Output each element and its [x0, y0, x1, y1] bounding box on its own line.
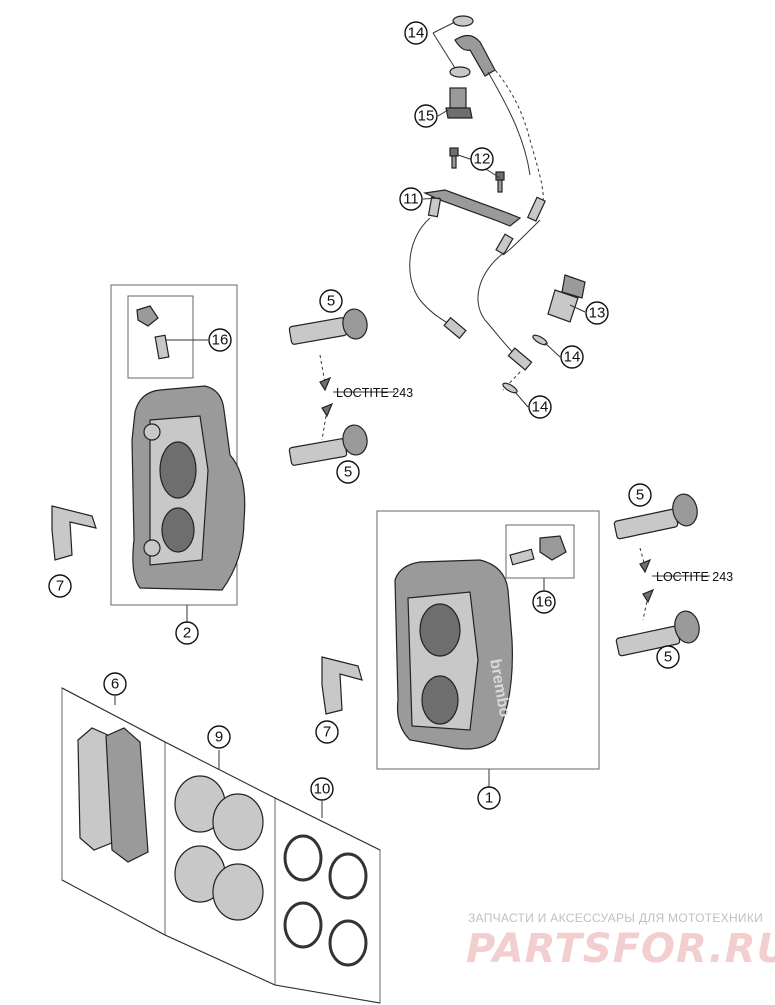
bleed-kit-16-frame-right [505, 524, 575, 579]
callout-14-top: 14 [404, 21, 428, 45]
svg-text:12: 12 [474, 151, 491, 168]
svg-text:15: 15 [418, 108, 435, 125]
bleed-kit-16-frame [127, 295, 194, 379]
svg-text:5: 5 [664, 649, 672, 666]
svg-text:14: 14 [532, 399, 549, 416]
caliper-1-frame [376, 510, 600, 770]
washer-14-bottom [449, 66, 471, 78]
svg-text:14: 14 [408, 25, 425, 42]
svg-text:7: 7 [323, 724, 331, 741]
callout-15: 15 [414, 104, 438, 128]
callout-5-lower-left: 5 [336, 460, 360, 484]
callout-14-mid: 14 [560, 345, 584, 369]
callout-12: 12 [470, 147, 494, 171]
watermark-tagline: ЗАПЧАСТИ И АКСЕССУАРЫ ДЛЯ МОТОТЕХНИКИ [468, 911, 763, 925]
caliper-group-right: brembo [321, 510, 600, 770]
screw-12 [449, 147, 505, 193]
svg-text:9: 9 [215, 729, 223, 746]
brake-pads-6 [77, 727, 149, 863]
svg-text:5: 5 [344, 464, 352, 481]
callout-2: 2 [175, 621, 199, 645]
svg-text:7: 7 [56, 578, 64, 595]
caliper-group-left [51, 284, 246, 606]
caliper-bolts-5-left [288, 308, 395, 466]
svg-text:6: 6 [111, 676, 119, 693]
svg-text:10: 10 [314, 781, 331, 798]
bleed-nipple-16-right [509, 535, 567, 566]
washer-14-top [452, 15, 474, 27]
service-kits-panels [61, 687, 381, 1004]
callout-14-low: 14 [528, 395, 552, 419]
banjo-fitting [454, 34, 496, 77]
watermark-brand: PARTSFOR.RU [466, 926, 775, 972]
svg-text:5: 5 [636, 487, 644, 504]
callout-5-lower-right: 5 [656, 645, 680, 669]
svg-text:11: 11 [403, 191, 419, 208]
callout-16-left: 16 [208, 328, 232, 352]
callout-leaders [114, 21, 586, 818]
svg-text:16: 16 [536, 594, 553, 611]
callout-5-upper-left: 5 [319, 289, 343, 313]
svg-text:14: 14 [564, 349, 581, 366]
banjo-bolt-13 [547, 274, 586, 323]
callout-1: 1 [477, 786, 501, 810]
svg-text:5: 5 [327, 293, 335, 310]
callout-7-right: 7 [315, 720, 339, 744]
loctite-note-left: LOCTITE 243 [336, 386, 413, 400]
brake-line-splitter [422, 189, 522, 227]
callout-9: 9 [207, 725, 231, 749]
svg-text:2: 2 [183, 625, 191, 642]
piston-seals-10 [283, 834, 368, 967]
callout-11: 11 [399, 187, 423, 211]
callout-5-upper-right: 5 [628, 483, 652, 507]
caliper-2-frame [110, 284, 238, 606]
brake-hose-assembly [409, 15, 586, 394]
pistons-9 [174, 775, 264, 921]
bleed-nipple-16-left [136, 305, 170, 360]
brake-caliper-right-body: brembo [394, 559, 513, 750]
banjo-bolt-15 [445, 87, 473, 119]
callout-6: 6 [103, 672, 127, 696]
pad-spring-7-left [51, 505, 97, 561]
watermark: ЗАПЧАСТИ И АКСЕССУАРЫ ДЛЯ МОТОТЕХНИКИ PA… [466, 911, 775, 972]
callout-10: 10 [310, 777, 334, 801]
loctite-note-right: LOCTITE 243 [656, 570, 733, 584]
callout-7-left: 7 [48, 574, 72, 598]
svg-text:1: 1 [485, 790, 493, 807]
callout-13: 13 [585, 301, 609, 325]
callout-16-right: 16 [532, 590, 556, 614]
svg-text:16: 16 [212, 332, 229, 349]
svg-text:13: 13 [589, 305, 606, 322]
caliper-bolts-5-right [613, 493, 710, 657]
pad-spring-7-right [321, 656, 363, 715]
brake-caliper-left-body [131, 385, 246, 591]
